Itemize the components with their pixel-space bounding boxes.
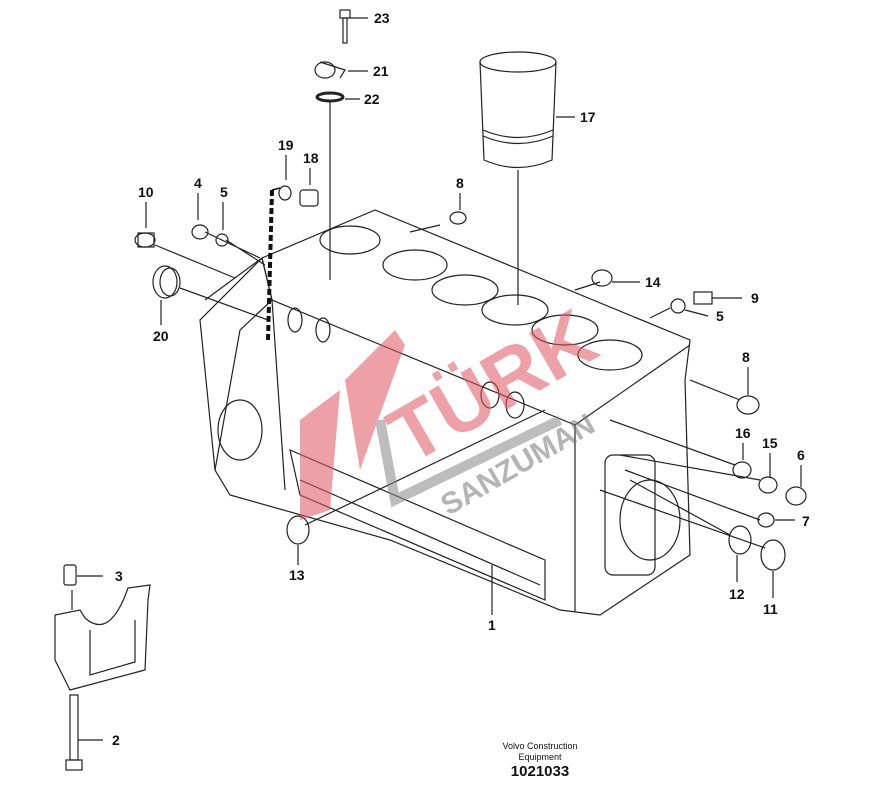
callout-22: 22 bbox=[364, 91, 380, 107]
callout-19: 19 bbox=[278, 137, 294, 153]
callout-2: 2 bbox=[112, 732, 120, 748]
callout-8b: 8 bbox=[742, 349, 750, 365]
callout-labels: 23 21 22 17 19 18 10 4 5 8 14 9 5 20 8 1… bbox=[112, 10, 810, 748]
callout-4: 4 bbox=[194, 175, 202, 191]
callout-23: 23 bbox=[374, 10, 390, 26]
callout-14: 14 bbox=[645, 274, 661, 290]
main-bearing-cap bbox=[54, 564, 151, 771]
cylinder-liner bbox=[479, 51, 557, 169]
callout-12: 12 bbox=[729, 586, 745, 602]
caption-line-1: Volvo Construction bbox=[502, 741, 578, 751]
callout-20: 20 bbox=[153, 328, 169, 344]
callout-18: 18 bbox=[303, 150, 319, 166]
callout-10: 10 bbox=[138, 184, 154, 200]
callout-5: 5 bbox=[220, 184, 228, 200]
engine-block bbox=[199, 209, 691, 616]
caption-line-2: Equipment bbox=[518, 752, 562, 762]
manufacturer-caption: Volvo Construction Equipment bbox=[460, 741, 620, 763]
callout-5b: 5 bbox=[716, 308, 724, 324]
callout-13: 13 bbox=[289, 567, 305, 583]
callout-8: 8 bbox=[456, 175, 464, 191]
callout-9: 9 bbox=[751, 290, 759, 306]
callout-21: 21 bbox=[373, 63, 389, 79]
callout-1: 1 bbox=[488, 617, 496, 633]
callout-7: 7 bbox=[802, 513, 810, 529]
diagram-number: 1021033 bbox=[510, 763, 570, 780]
callout-3: 3 bbox=[115, 568, 123, 584]
callout-11: 11 bbox=[763, 601, 778, 617]
callout-16: 16 bbox=[735, 425, 751, 441]
callout-6: 6 bbox=[797, 447, 805, 463]
callout-17: 17 bbox=[580, 109, 596, 125]
callout-15: 15 bbox=[762, 435, 778, 451]
